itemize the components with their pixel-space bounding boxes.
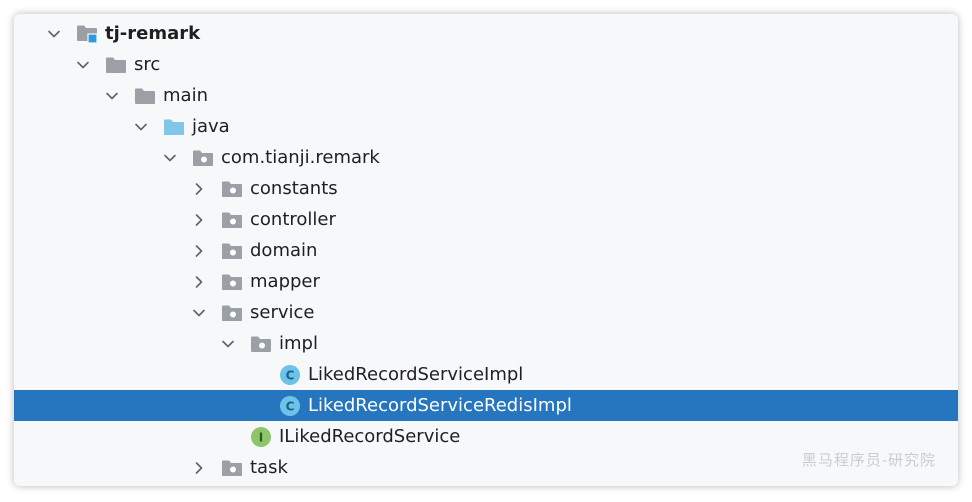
chevron-down-icon[interactable] [133,119,149,135]
chevron-down-icon[interactable] [191,305,207,321]
tree-row-likedrecordserviceimpl[interactable]: C LikedRecordServiceImpl [14,359,958,390]
chevron-right-icon[interactable] [191,212,207,228]
package-icon [250,334,272,354]
module-folder-icon [76,24,98,44]
svg-text:C: C [286,399,295,413]
tree-row-mapper[interactable]: mapper [14,266,958,297]
tree-row-java[interactable]: java [14,111,958,142]
tree-item-label: tj-remark [105,23,201,44]
tree-row-src[interactable]: src [14,49,958,80]
tree-item-label: LikedRecordServiceRedisImpl [308,395,572,416]
tree-row-ilikedrecordservice[interactable]: I ILikedRecordService [14,421,958,452]
tree-item-label: domain [250,240,318,261]
chevron-right-icon[interactable] [191,181,207,197]
package-icon [221,272,243,292]
package-icon [221,179,243,199]
chevron-down-icon[interactable] [75,57,91,73]
tree-row-tj-remark[interactable]: tj-remark [14,18,958,49]
tree-item-label: src [134,54,161,75]
source-folder-icon [163,117,185,137]
chevron-down-icon[interactable] [104,88,120,104]
tree-item-label: LikedRecordServiceImpl [308,364,524,385]
chevron-right-icon[interactable] [191,274,207,290]
chevron-down-icon[interactable] [46,26,62,42]
tree-item-label: ILikedRecordService [279,426,461,447]
folder-icon [134,86,156,106]
package-icon [221,241,243,261]
tree-item-label: main [163,85,208,106]
tree-item-label: impl [279,333,318,354]
tree-row-service[interactable]: service [14,297,958,328]
svg-text:I: I [259,430,263,444]
folder-icon [105,55,127,75]
tree-item-label: java [192,116,230,137]
package-icon [192,148,214,168]
chevron-down-icon[interactable] [162,150,178,166]
package-icon [221,458,243,478]
tree-row-com-tianji-remark[interactable]: com.tianji.remark [14,142,958,173]
tree-row-task[interactable]: task [14,452,958,483]
svg-text:C: C [286,368,295,382]
tree-row-main[interactable]: main [14,80,958,111]
tree-item-label: constants [250,178,338,199]
watermark: 黑马程序员-研究院 [801,451,936,469]
chevron-right-icon[interactable] [191,460,207,476]
tree-item-label: service [250,302,315,323]
tree-item-label: mapper [250,271,320,292]
tree-row-domain[interactable]: domain [14,235,958,266]
package-icon [221,210,243,230]
tree-item-label: task [250,457,288,478]
tree-row-constants[interactable]: constants [14,173,958,204]
tree-row-likedrecordserviceredisimpl[interactable]: C LikedRecordServiceRedisImpl [14,390,958,421]
tree-row-controller[interactable]: controller [14,204,958,235]
chevron-down-icon[interactable] [220,336,236,352]
tree-item-label: controller [250,209,336,230]
package-icon [221,303,243,323]
interface-icon: I [250,426,272,447]
tree-item-label: com.tianji.remark [221,147,380,168]
class-icon: C [279,364,301,385]
tree-row-impl[interactable]: impl [14,328,958,359]
class-icon: C [279,395,301,416]
chevron-right-icon[interactable] [191,243,207,259]
